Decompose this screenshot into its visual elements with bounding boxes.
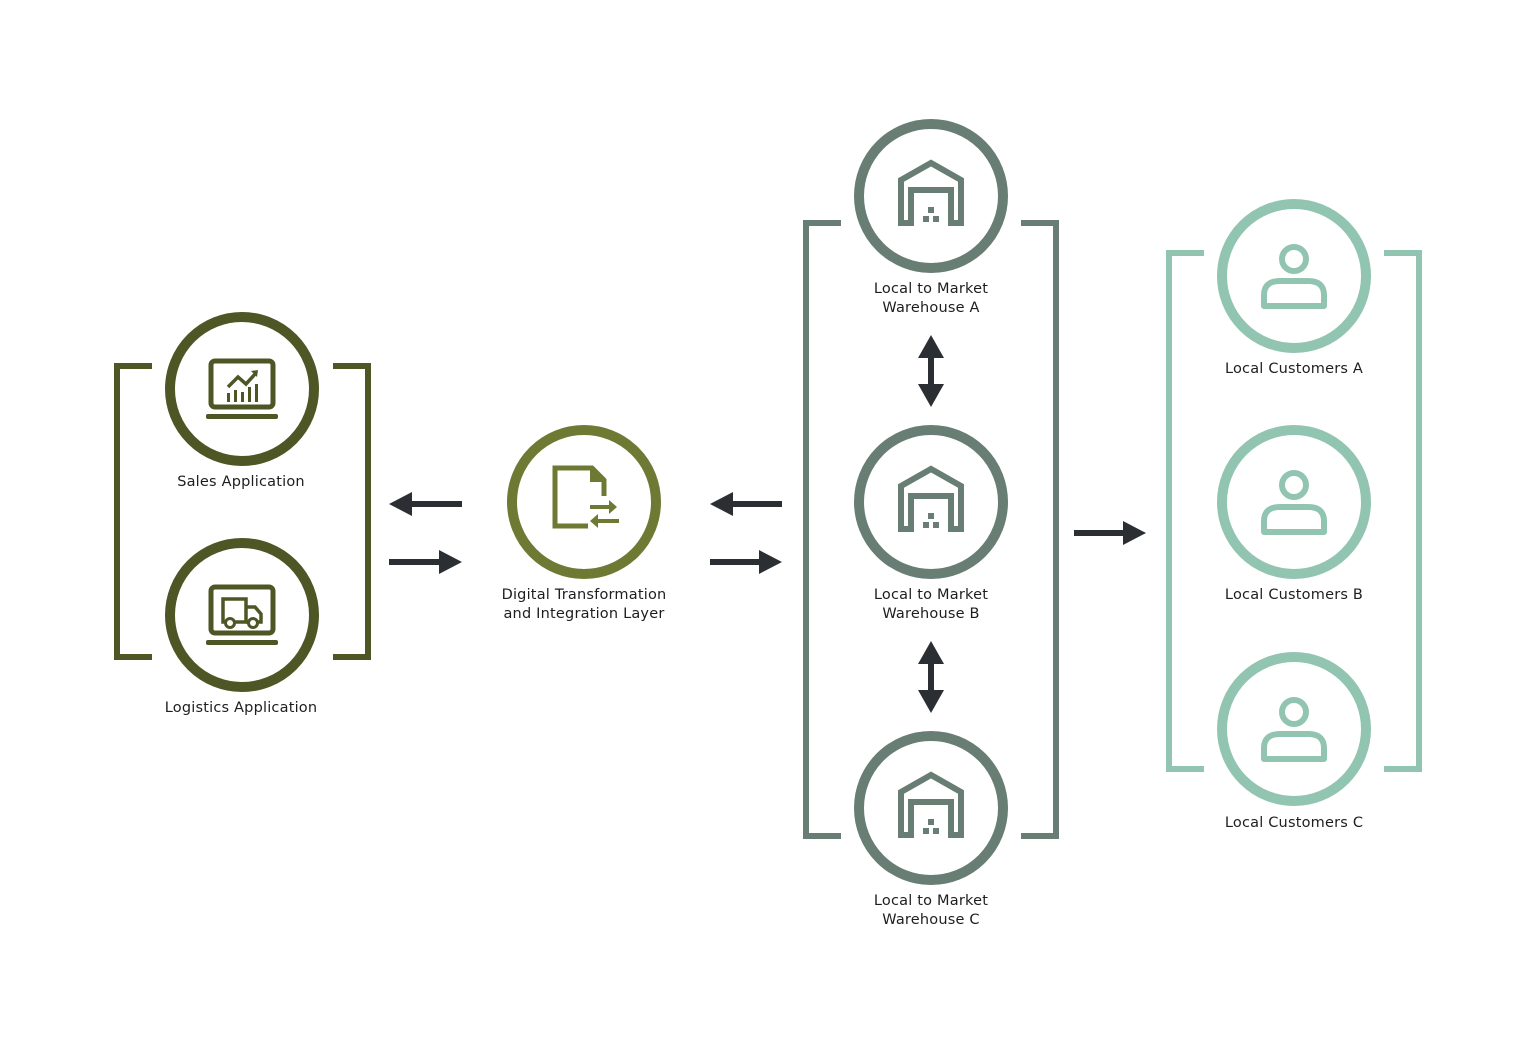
- customer-node-a: [1217, 199, 1371, 353]
- warehouse-c-label-line2: Warehouse C: [882, 912, 980, 928]
- warehouse-a-circle: [854, 119, 1008, 273]
- warehouse-c-circle: [854, 731, 1008, 885]
- warehouses-bracket-left: [803, 220, 841, 839]
- customers-c-circle: [1217, 652, 1371, 806]
- arrow-warehouse-a-b: [918, 335, 944, 407]
- customer-node-c: [1217, 652, 1371, 806]
- arrow-warehouses-to-integration: [710, 492, 782, 516]
- apps-bracket-right: [333, 363, 371, 660]
- warehouses-bracket: [803, 220, 1059, 839]
- arrow-integration-to-warehouses: [710, 550, 782, 574]
- warehouse-b-label-line2: Warehouse B: [882, 606, 980, 622]
- warehouse-node-b: [854, 425, 1008, 579]
- warehouses-bracket-right: [1021, 220, 1059, 839]
- apps-bracket-left: [114, 363, 152, 660]
- sales-application-circle: [165, 312, 319, 466]
- warehouse-a-label-line2: Warehouse A: [882, 300, 980, 316]
- warehouse-node-a: [854, 119, 1008, 273]
- integration-layer-label: Digital Transformation and Integration L…: [502, 586, 667, 624]
- warehouse-node-c: [854, 731, 1008, 885]
- customer-node-b: [1217, 425, 1371, 579]
- app-node-logistics: [165, 538, 319, 692]
- warehouse-a-label-line1: Local to Market: [873, 281, 989, 297]
- customers-b-label: Local Customers B: [1224, 587, 1364, 603]
- app-node-sales: [165, 312, 319, 466]
- customers-c-label: Local Customers C: [1224, 815, 1364, 831]
- arrow-warehouses-to-customers: [1074, 521, 1146, 545]
- warehouse-b-label-line1: Local to Market: [873, 587, 989, 603]
- sales-application-label: Sales Application: [177, 474, 305, 490]
- arrow-warehouse-b-c: [918, 641, 944, 713]
- customers-bracket-right: [1384, 250, 1422, 772]
- apps-bracket: [114, 363, 371, 660]
- customers-a-label: Local Customers A: [1224, 361, 1364, 377]
- warehouse-c-label-line1: Local to Market: [873, 893, 989, 909]
- logistics-application-label: Logistics Application: [164, 700, 318, 716]
- customers-bracket: [1166, 250, 1422, 772]
- integration-label-line1: Digital Transformation: [501, 587, 667, 603]
- logistics-application-circle: [165, 538, 319, 692]
- integration-node: [507, 425, 661, 579]
- warehouse-b-label: Local to Market Warehouse B: [874, 586, 988, 624]
- warehouse-b-circle: [854, 425, 1008, 579]
- arrow-apps-to-integration: [389, 550, 462, 574]
- customers-bracket-left: [1166, 250, 1204, 772]
- arrows: [389, 335, 1146, 713]
- customers-b-circle: [1217, 425, 1371, 579]
- warehouse-c-label: Local to Market Warehouse C: [874, 892, 988, 930]
- integration-label-line2: and Integration Layer: [503, 606, 665, 622]
- integration-layer-circle: [507, 425, 661, 579]
- customers-a-circle: [1217, 199, 1371, 353]
- warehouse-a-label: Local to Market Warehouse A: [874, 280, 988, 318]
- arrow-integration-to-apps: [389, 492, 462, 516]
